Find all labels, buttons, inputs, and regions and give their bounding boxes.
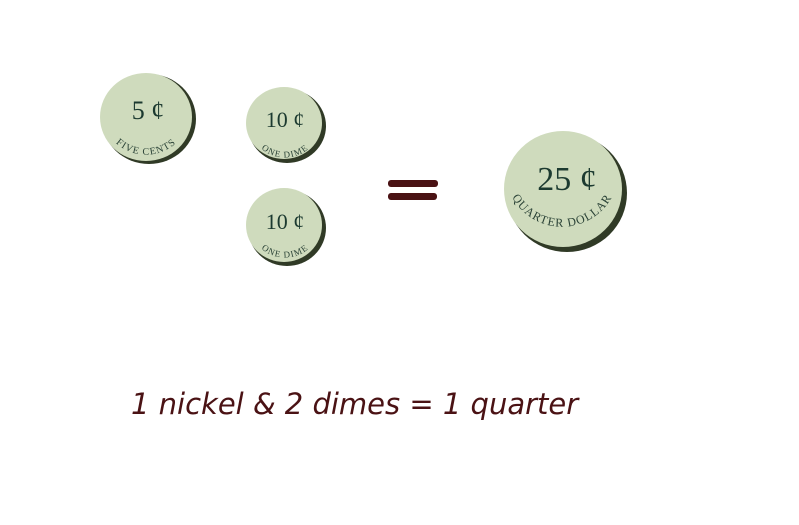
coin-value-label: 5 ¢ [132,96,165,125]
coin-face [246,87,322,159]
dime-coin-top: 10 ¢ ONE DIME [246,87,326,163]
equals-bar-top [388,180,438,187]
equation-caption: 1 nickel & 2 dimes = 1 quarter [131,387,579,421]
dime-coin-bottom: 10 ¢ ONE DIME [246,188,326,266]
equals-sign [388,180,438,200]
quarter-coin: 25 ¢ QUARTER DOLLAR [504,131,627,252]
coin-face [100,73,192,161]
coin-value-label: 10 ¢ [266,107,305,132]
coin-face [504,131,622,247]
coin-value-label: 10 ¢ [266,209,305,234]
nickel-coin: 5 ¢ FIVE CENTS [100,73,196,164]
equals-bar-bottom [388,193,437,200]
coin-face [246,188,322,262]
coin-value-label: 25 ¢ [537,161,597,198]
